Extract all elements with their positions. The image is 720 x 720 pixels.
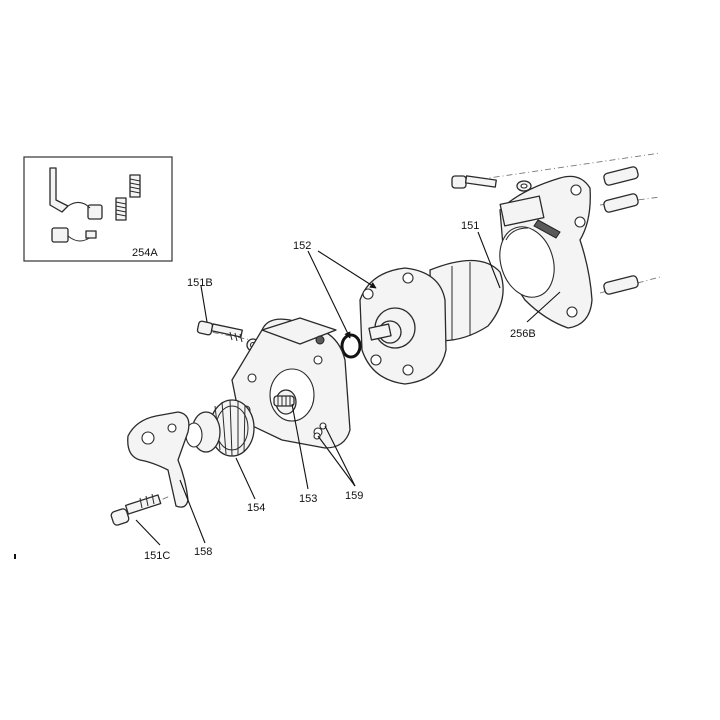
brush-kit-inset (23, 156, 173, 262)
label-254A: 254A (132, 247, 158, 259)
brush-block-1 (87, 204, 103, 220)
label-153: 153 (299, 493, 317, 505)
plate-bolt-top-right (603, 166, 639, 186)
starter-motor (359, 259, 504, 385)
brush-block-2 (51, 227, 69, 243)
label-152: 152 (293, 240, 311, 252)
plate-bolt-top-left (451, 175, 497, 189)
label-159: 159 (345, 490, 363, 502)
spring-2 (115, 197, 127, 221)
set-screw (533, 219, 561, 239)
plate-bolt-mid-right (603, 193, 639, 213)
mounting-plate-256B (499, 175, 593, 329)
spring-1 (129, 174, 141, 198)
label-154: 154 (247, 502, 265, 514)
label-256B: 256B (510, 328, 536, 340)
lever-158 (127, 411, 190, 508)
roller-153 (273, 395, 295, 407)
label-151: 151 (461, 220, 479, 232)
label-151B: 151B (187, 277, 213, 289)
o-ring-152 (340, 333, 362, 359)
plate-bolt-bottom-right (603, 275, 639, 295)
housing-159 (231, 317, 351, 449)
label-151C: 151C (144, 550, 170, 562)
label-158: 158 (194, 546, 212, 558)
motor-shaft (368, 323, 392, 341)
gear-154 (185, 399, 255, 457)
bolt-151C (110, 493, 162, 526)
